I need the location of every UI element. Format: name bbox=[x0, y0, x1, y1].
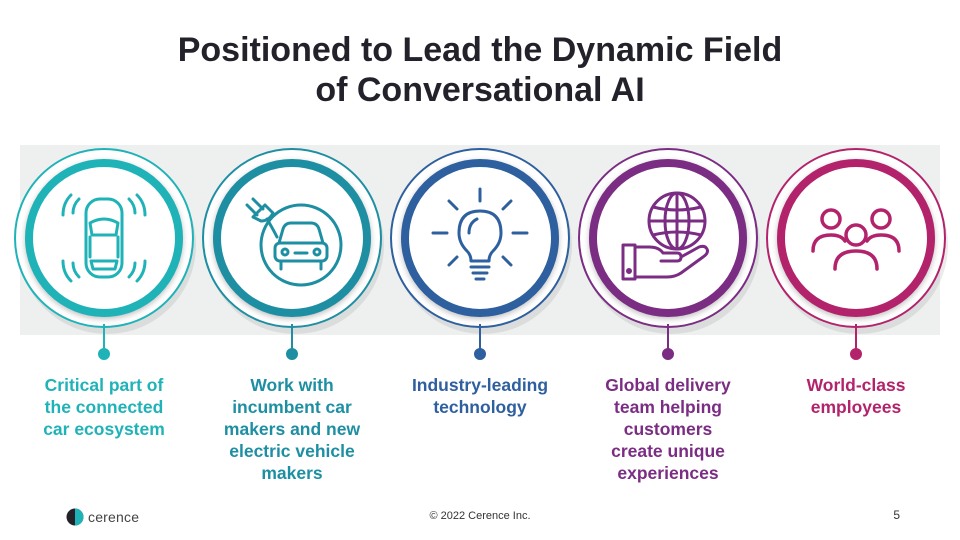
connector-dot bbox=[98, 348, 110, 360]
feature-ring-inner bbox=[401, 159, 559, 317]
feature-global-delivery: Global delivery team helping customers c… bbox=[576, 0, 766, 540]
slide-title-line-1: Positioned to Lead the Dynamic Field bbox=[177, 31, 783, 69]
feature-ring-inner bbox=[777, 159, 935, 317]
feature-car-makers: Work with incumbent car makers and new e… bbox=[200, 0, 390, 540]
feature-ring-inner bbox=[213, 159, 371, 317]
feature-label: World-class employees bbox=[806, 375, 906, 417]
feature-label: Work with incumbent car makers and new e… bbox=[223, 375, 361, 483]
slide-title-line-2: of Conversational AI bbox=[315, 71, 645, 109]
page-number: 5 bbox=[893, 508, 900, 522]
copyright-text: © 2022 Cerence Inc. bbox=[429, 510, 531, 522]
feature-ring-inner bbox=[25, 159, 183, 317]
hand-holding-globe-icon bbox=[621, 191, 709, 281]
feature-employees: World-class employees bbox=[764, 0, 954, 540]
connected-car-sensors-icon bbox=[61, 193, 147, 283]
feature-label: Critical part of the connected car ecosy… bbox=[43, 375, 165, 439]
feature-technology: Industry-leading technology bbox=[388, 0, 578, 540]
feature-connected-car: Critical part of the connected car ecosy… bbox=[12, 0, 202, 540]
cerence-logo: cerence bbox=[66, 506, 139, 528]
feature-label: Global delivery team helping customers c… bbox=[605, 375, 731, 483]
connector-dot bbox=[662, 348, 674, 360]
connector-dot bbox=[474, 348, 486, 360]
lightbulb-icon bbox=[431, 187, 529, 281]
slide-title: Positioned to Lead the Dynamic Field of … bbox=[80, 30, 880, 110]
electric-vehicle-plug-icon bbox=[245, 197, 343, 287]
connector-dot bbox=[286, 348, 298, 360]
people-group-icon bbox=[811, 208, 901, 271]
cerence-logo-icon bbox=[66, 508, 84, 526]
connector-dot bbox=[850, 348, 862, 360]
feature-label: Industry-leading technology bbox=[411, 375, 549, 417]
brand-name: cerence bbox=[88, 509, 140, 525]
